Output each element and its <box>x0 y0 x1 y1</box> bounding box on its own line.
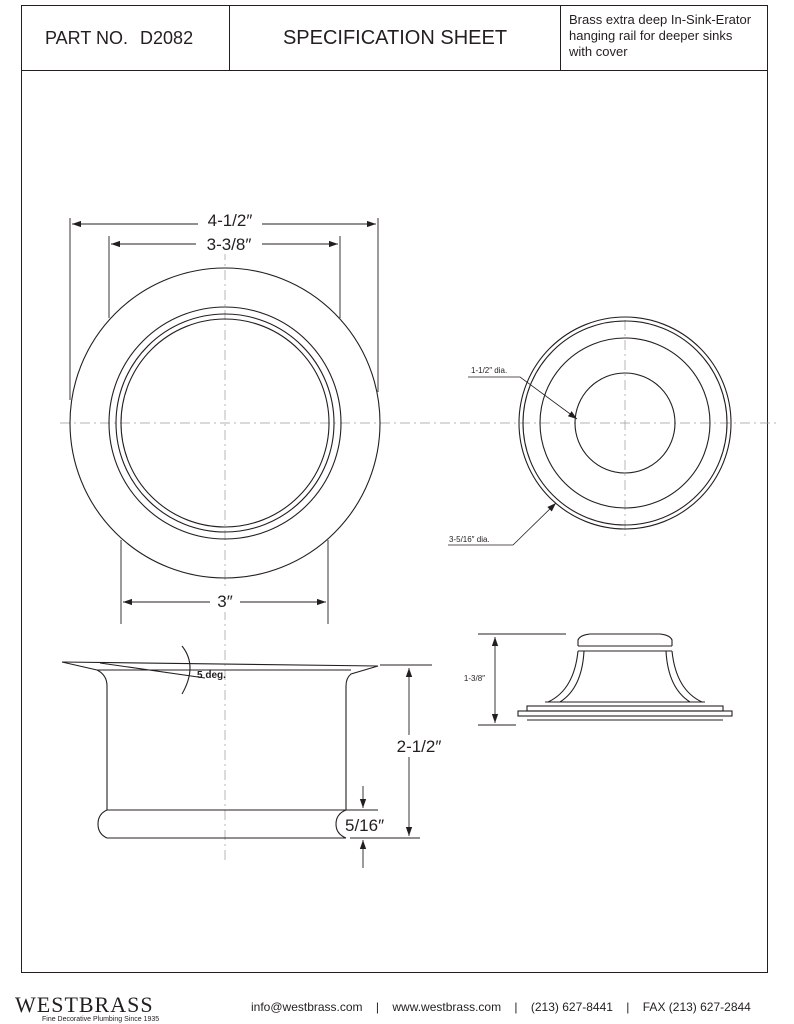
email-link[interactable]: info@westbrass.com <box>251 1000 363 1014</box>
part-number-cell: PART NO. D2082 <box>22 6 230 70</box>
label-background <box>392 735 446 757</box>
cover-side-view <box>517 633 733 721</box>
cover-body-curve <box>547 650 579 703</box>
body-bottom-bead <box>97 809 347 839</box>
cover-leaders <box>448 376 578 546</box>
brand-tagline: Fine Decorative Plumbing Since 1935 <box>42 1016 160 1023</box>
dim-label-body-height: 2-1/2″ <box>397 737 442 756</box>
cover-hole-circle <box>574 372 676 474</box>
flange-outer-circle <box>69 267 381 579</box>
cover-base-plate <box>526 705 724 712</box>
body-inner-circle <box>120 318 330 528</box>
fax-number: FAX (213) 627-2844 <box>642 1000 751 1014</box>
label-background <box>210 590 240 612</box>
side-view-body <box>61 645 379 839</box>
flange-inner-circle <box>108 306 342 540</box>
leader-outer <box>448 502 557 546</box>
product-description: Brass extra deep In-Sink-Erator hanging … <box>561 6 767 70</box>
leader-hole <box>468 376 578 420</box>
phone-number: (213) 627-8441 <box>530 1000 613 1014</box>
label-cover-hole-dia: 1-1/2″ dia. <box>471 366 507 375</box>
cover-inner-curve <box>559 650 585 703</box>
label-cover-outer-dia: 3-5/16″ dia. <box>449 535 490 544</box>
website-link[interactable]: www.westbrass.com <box>392 1000 502 1014</box>
divider: | <box>514 1000 518 1014</box>
dim-label-bead-height: 5/16″ <box>345 816 384 835</box>
sheet-title: SPECIFICATION SHEET <box>230 6 561 70</box>
spec-sheet-border: PART NO. D2082 SPECIFICATION SHEET Brass… <box>21 5 768 973</box>
centerlines <box>60 250 780 860</box>
angle-line <box>99 662 206 679</box>
dim-label-flange-inner: 3-3/8″ <box>207 235 252 254</box>
cover-knob-top <box>577 633 673 646</box>
footer: WESTBRASS Fine Decorative Plumbing Since… <box>0 980 794 1024</box>
part-number-value: D2082 <box>140 27 194 48</box>
cover-top-view <box>518 316 732 530</box>
cover-body-curve <box>671 650 703 703</box>
cover-outer-circle-2 <box>522 320 728 526</box>
cover-base-bottom-plate <box>517 710 733 717</box>
body-outer-circle <box>115 313 335 533</box>
label-cover-height: 1-3/8″ <box>464 674 485 683</box>
brand-logo: WESTBRASS <box>15 992 154 1017</box>
divider: | <box>626 1000 630 1014</box>
dim-bead-height <box>340 786 378 868</box>
cover-inner-curve <box>665 650 691 703</box>
contact-info: info@westbrass.com | www.westbrass.com |… <box>251 1000 751 1014</box>
flange-profile-left <box>61 661 108 810</box>
dim-cover-height <box>478 633 566 726</box>
part-number-label: PART NO. <box>45 27 129 48</box>
label-background <box>196 234 262 254</box>
top-view-flange <box>69 267 381 579</box>
flange-profile <box>61 661 379 810</box>
description-line: with cover <box>569 44 628 59</box>
description-line: hanging rail for deeper sinks <box>569 28 733 43</box>
dim-label-body-width: 3″ <box>217 592 232 611</box>
cover-mid-circle <box>539 337 711 509</box>
header-bar: PART NO. D2082 SPECIFICATION SHEET Brass… <box>22 6 767 71</box>
divider: | <box>375 1000 380 1014</box>
angle-arc <box>181 645 191 695</box>
cover-outer-circle <box>518 316 732 530</box>
description-line: Brass extra deep In-Sink-Erator <box>569 12 752 27</box>
technical-drawing: 4-1/2″ 3-3/8″ 3″ 5 deg. 2-1/2″ 5/16″ <box>60 208 780 868</box>
angle-label: 5 deg. <box>197 670 226 681</box>
dim-label-flange-outer: 4-1/2″ <box>208 211 253 230</box>
label-background <box>198 208 262 230</box>
